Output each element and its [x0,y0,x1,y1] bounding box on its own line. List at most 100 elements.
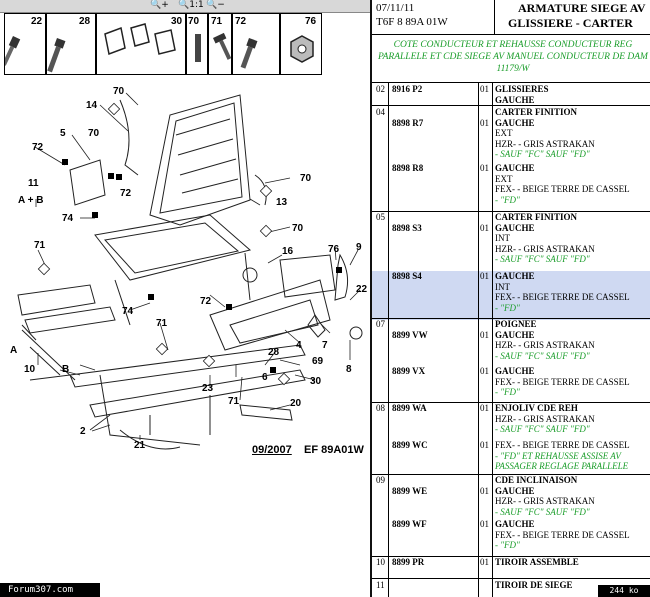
part-icon-cell[interactable]: 71 [208,13,232,75]
part-number: 8899 PR [392,557,425,567]
part-icon-cell[interactable]: 76 [280,13,322,75]
callout-label: 70 [88,128,100,139]
zoom-reset-button[interactable]: 🔍1:1 [178,0,204,10]
part-number: 8898 S4 [392,271,422,281]
quantity: 01 [480,117,489,128]
designation-line: GAUCHE [495,163,535,173]
magnifier-icon: 🔍 [206,0,218,10]
designation-line: - "FD" [495,387,520,397]
bolt-icon [2,36,21,66]
designation-line: GAUCHE [495,271,535,281]
zoom-out-button[interactable]: 🔍− [206,0,225,10]
parts-sheet: 07/11/11 T6F 8 89A 01W ARMATURE SIEGE AV… [372,0,650,597]
quantity: 01 [480,485,489,496]
sheet-subtitle: COTE CONDUCTEUR ET REHAUSSE CONDUCTEUR R… [378,40,648,74]
callout-label: 70 [300,173,312,184]
row-separator [372,211,650,212]
callout-label: 72 [32,142,44,153]
designation-line: GAUCHE [495,329,535,340]
callout-label: 69 [312,356,324,367]
callout-label: 70 [292,223,304,234]
callout-label: 76 [328,244,340,255]
callout-label: 21 [134,440,146,451]
designation-line: - "FD" ET REHAUSSE ASSISE AV [495,450,621,461]
part-number: 8899 WA [392,403,427,413]
designation-line: GLISSIERES [495,84,549,94]
callout-label: 6 [262,372,268,383]
file-size-badge: 244 ko [598,585,650,597]
callout-label: 4 [296,340,302,351]
sheet-title-line2: GLISSIERE - CARTER [508,16,633,30]
designation-line: - "FD" [495,540,520,550]
part-icon-cell[interactable]: 70 [186,13,208,75]
designation-line: TIROIR DE SIEGE [495,580,573,590]
callout-label: 22 [356,284,368,295]
col-divider [492,83,493,597]
part-icon-cell[interactable]: 28 [46,13,96,75]
callout-label: 7 [322,340,328,351]
sheet-date: 07/11/11 [376,2,415,14]
zoom-in-button[interactable]: 🔍+ [150,0,169,10]
viewer-toolbar: 🔍+ 🔍1:1 🔍− [0,0,372,13]
callout-label: A [10,345,18,356]
part-number: 8899 WE [392,485,428,496]
callout-label: 30 [310,376,322,387]
part-number: 8916 P2 [392,84,423,94]
col-divider [388,83,389,597]
table-top-rule [372,82,650,83]
row-separator [372,556,650,557]
designation-line: INT [495,281,510,292]
part-icon-cell[interactable]: 72 [232,13,280,75]
quantity: 01 [480,329,489,340]
designation-line: HZR- - GRIS ASTRAKAN [495,413,595,424]
diagram-panel: 🔍+ 🔍1:1 🔍− 22 28 30 70 71 72 76 [0,0,372,597]
callout-label: 10 [24,364,36,375]
part-number: 8898 R8 [392,163,424,173]
quantity: 01 [480,557,489,567]
quantity: 01 [480,440,489,450]
panel-divider [370,0,372,597]
callout-label: 74 [62,213,74,224]
part-icon-cell[interactable]: 22 [2,13,46,75]
fastener-icons-row: 22 28 30 70 71 72 76 [0,13,322,75]
part-number: 8898 R7 [392,117,424,128]
row-separator [372,105,650,106]
header-divider [494,0,495,34]
header-rule [372,34,650,35]
callout-label: 71 [156,318,168,329]
group-position: 02 [376,84,385,94]
designation-line: EXT [495,128,513,138]
part-icon-cell[interactable]: 30 [96,13,186,75]
clip-icon [104,23,176,56]
callout-label: 23 [202,383,214,394]
row-separator [372,474,650,475]
designation-line: GAUCHE [495,117,535,128]
quantity: 01 [480,271,489,281]
col-divider [478,83,479,597]
callout-label: 11 [28,178,39,189]
group-position: 09 [376,475,385,485]
designation-line: FEX- - BEIGE TERRE DE CASSEL [495,376,630,387]
highlighted-row [372,271,650,320]
designation-line: CARTER FINITION [495,107,577,117]
magnifier-icon: 🔍 [178,0,190,10]
magnifier-icon: 🔍 [150,0,162,10]
designation-line: FEX- - BEIGE TERRE DE CASSEL [495,184,630,194]
screw-icon [47,38,66,73]
designation-line: - "FD" [495,194,520,205]
part-number: 8899 VX [392,366,426,376]
row-separator [372,402,650,403]
group-position: 07 [376,319,385,329]
designation-line: FEX- - BEIGE TERRE DE CASSEL [495,529,630,540]
callout-label: 71 [34,240,46,251]
designation-line: - SAUF "FC" SAUF "FD" [495,149,590,159]
callout-label: 70 [113,86,125,97]
callout-label: B [62,364,70,375]
designation-line: GAUCHE [495,366,535,376]
designation-line: PASSAGER REGLAGE PARALLELE [495,461,629,471]
designation-line: - SAUF "FC" SAUF "FD" [495,424,590,434]
callout-label: 28 [268,347,280,358]
group-position: 11 [376,580,385,590]
designation-line: INT [495,233,510,243]
callout-label: 16 [282,246,294,257]
